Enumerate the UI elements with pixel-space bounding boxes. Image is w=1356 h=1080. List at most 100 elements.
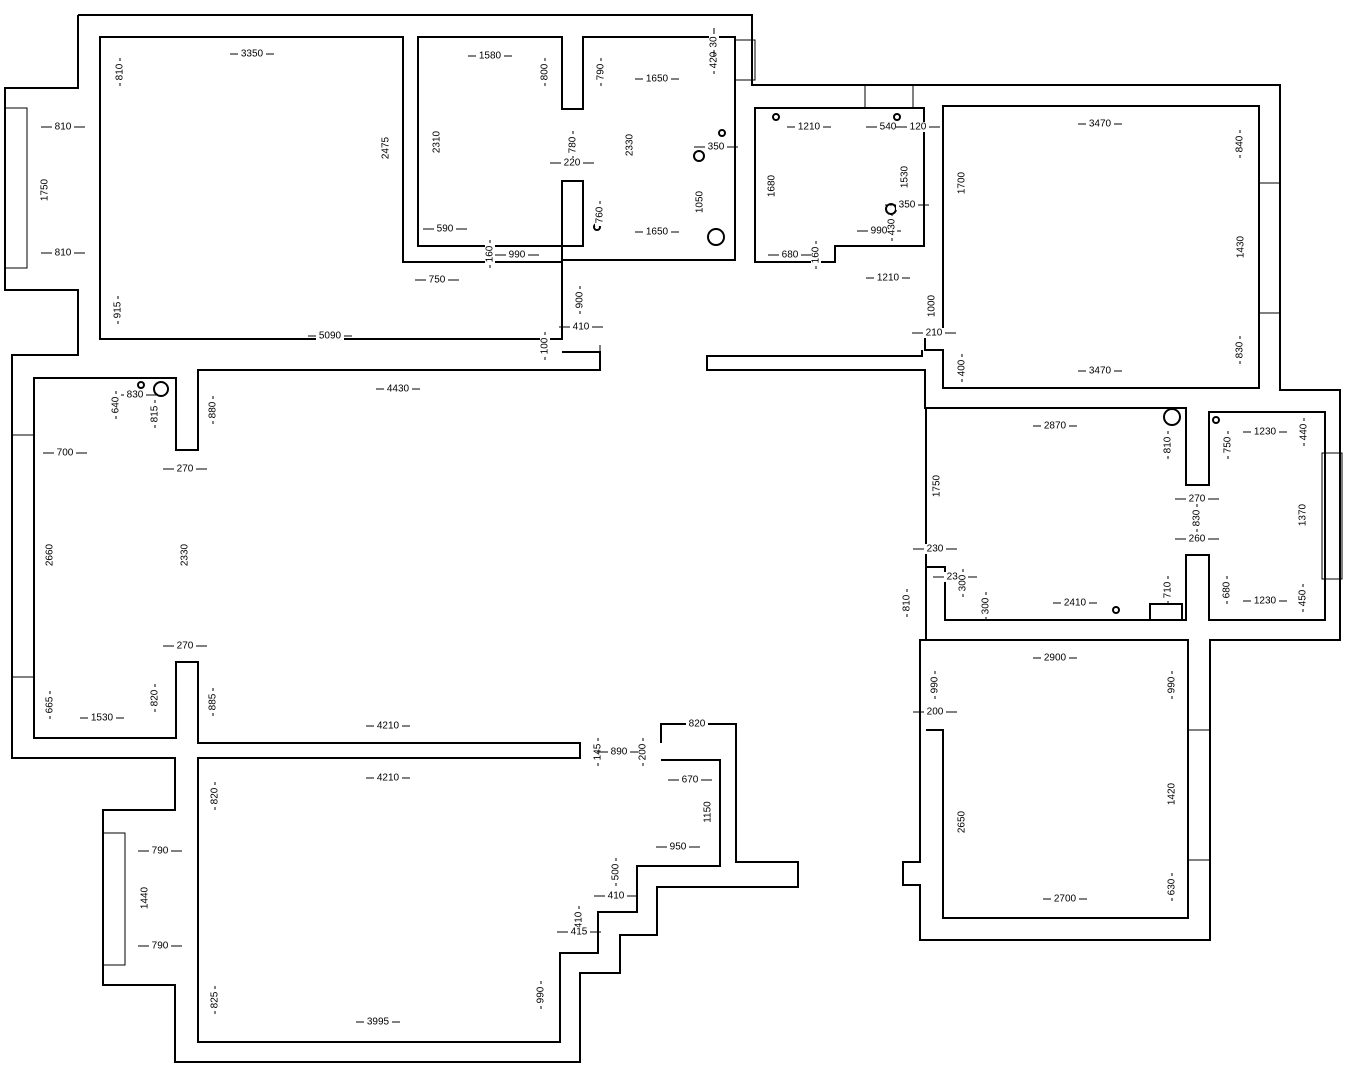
dimension-label: 780 <box>568 136 579 153</box>
dimension-label: 590 <box>437 224 454 235</box>
dimension-label-bg <box>575 289 585 311</box>
dimension-label-bg <box>1235 133 1245 155</box>
dimension-label: 260 <box>1189 534 1206 545</box>
dimension-label: 220 <box>564 158 581 169</box>
dimension-label: 1650 <box>646 227 669 238</box>
dimension-label: 350 <box>708 142 725 153</box>
dimension-label-bg <box>432 128 442 156</box>
dimension-label-bg <box>927 292 937 320</box>
dimension-label: 450 <box>1298 589 1309 606</box>
dimension-label: 1210 <box>877 273 900 284</box>
dimension-label-bg <box>1192 507 1202 529</box>
window <box>102 832 126 966</box>
dimension-label-bg <box>381 134 391 162</box>
dimension-label: 2650 <box>957 810 968 833</box>
dimension-label-bg <box>679 775 701 785</box>
drain-icon <box>1163 408 1181 426</box>
dimension-label-bg <box>1086 119 1114 129</box>
drain-icon <box>153 381 169 397</box>
dimension-label: 710 <box>1163 581 1174 598</box>
dimension-label-bg <box>695 188 705 216</box>
dimension-label-bg <box>1186 534 1208 544</box>
dimension-label: 825 <box>210 991 221 1008</box>
dimension-label: 270 <box>177 464 194 475</box>
dimension-label: 410 <box>608 891 625 902</box>
dimension-label: 900 <box>575 291 586 308</box>
dimension-label-bg <box>364 1017 392 1027</box>
dimension-label: 3350 <box>241 49 264 60</box>
dimension-label-bg <box>907 122 929 132</box>
dimension-label-bg <box>811 244 821 266</box>
dimension-label-bg <box>874 273 902 283</box>
pipe-icon <box>718 129 726 137</box>
dimension-label: 800 <box>540 63 551 80</box>
dimension-label: 440 <box>1299 423 1310 440</box>
room-living-top <box>99 36 563 340</box>
dimension-label-bg <box>667 842 689 852</box>
dimension-label: 1210 <box>798 122 821 133</box>
dimension-label-bg <box>932 472 942 500</box>
dimension-label: 1370 <box>1298 503 1309 526</box>
dimension-label-bg <box>703 798 713 826</box>
dimension-label-bg <box>1299 421 1309 443</box>
dimension-label: 1680 <box>767 174 778 197</box>
dimension-label-bg <box>45 694 55 716</box>
dimension-label: 990 <box>871 226 888 237</box>
dimension-label: 200 <box>638 743 649 760</box>
dimension-label: 2410 <box>1064 598 1087 609</box>
room-bedroom-east <box>924 105 1260 389</box>
dimension-label: 990 <box>1167 676 1178 693</box>
dimension-label-bg <box>902 592 912 614</box>
dimension-label-bg <box>506 250 528 260</box>
dimension-label: 2900 <box>1044 653 1067 664</box>
dimension-label: 2870 <box>1044 421 1067 432</box>
dimension-label: 830 <box>1192 509 1203 526</box>
dimension-label-bg <box>210 989 220 1011</box>
window <box>11 434 35 678</box>
room-bedroom-2 <box>417 36 736 261</box>
dimension-label: 880 <box>208 401 219 418</box>
dimension-label: 1000 <box>927 294 938 317</box>
dimension-label: 790 <box>152 941 169 952</box>
dimension-label-bg <box>540 61 550 83</box>
dimension-label: 820 <box>210 787 221 804</box>
dimension-label: 30 <box>709 36 720 48</box>
dimension-label: 990 <box>509 250 526 261</box>
dimension-label-bg <box>981 595 991 617</box>
dimension-label-bg <box>596 61 606 83</box>
dimension-label: 2660 <box>45 543 56 566</box>
dimension-label: 1700 <box>957 171 968 194</box>
dimension-label: 890 <box>611 747 628 758</box>
dimension-label-bg <box>113 299 123 321</box>
dimension-label-bg <box>384 384 412 394</box>
dimension-label-bg <box>111 394 121 416</box>
dimension-label-bg <box>686 719 708 729</box>
dimension-label-bg <box>957 357 967 379</box>
dimension-label: 1050 <box>695 190 706 213</box>
dimension-label-bg <box>709 49 719 71</box>
dimension-label: 5090 <box>319 331 342 342</box>
drain-icon <box>707 228 725 246</box>
pipe-icon <box>1112 606 1120 614</box>
dimension-label-bg <box>625 131 635 159</box>
dimension-labels: 3350810810175081024759155090158080023105… <box>40 28 1310 1028</box>
dimension-label: 700 <box>57 448 74 459</box>
dimension-label-bg <box>958 572 968 594</box>
dimension-label: 680 <box>1222 581 1233 598</box>
dimension-label-bg <box>574 909 584 931</box>
dimension-label-bg <box>1163 434 1173 456</box>
dimension-label-bg <box>434 224 456 234</box>
dimension-label-bg <box>150 687 160 709</box>
dimension-label-bg <box>767 172 777 200</box>
dimension-label: 1150 <box>703 801 714 823</box>
dimension-label: 3470 <box>1089 366 1112 377</box>
dimension-label-bg <box>374 721 402 731</box>
dimension-label-bg <box>536 984 546 1006</box>
dimension-label-bg <box>426 275 448 285</box>
dimension-label-bg <box>868 226 890 236</box>
dimension-label-bg <box>568 927 590 937</box>
dimension-label-bg <box>1186 494 1208 504</box>
dimension-label-bg <box>40 176 50 204</box>
dimension-label: 3470 <box>1089 119 1112 130</box>
